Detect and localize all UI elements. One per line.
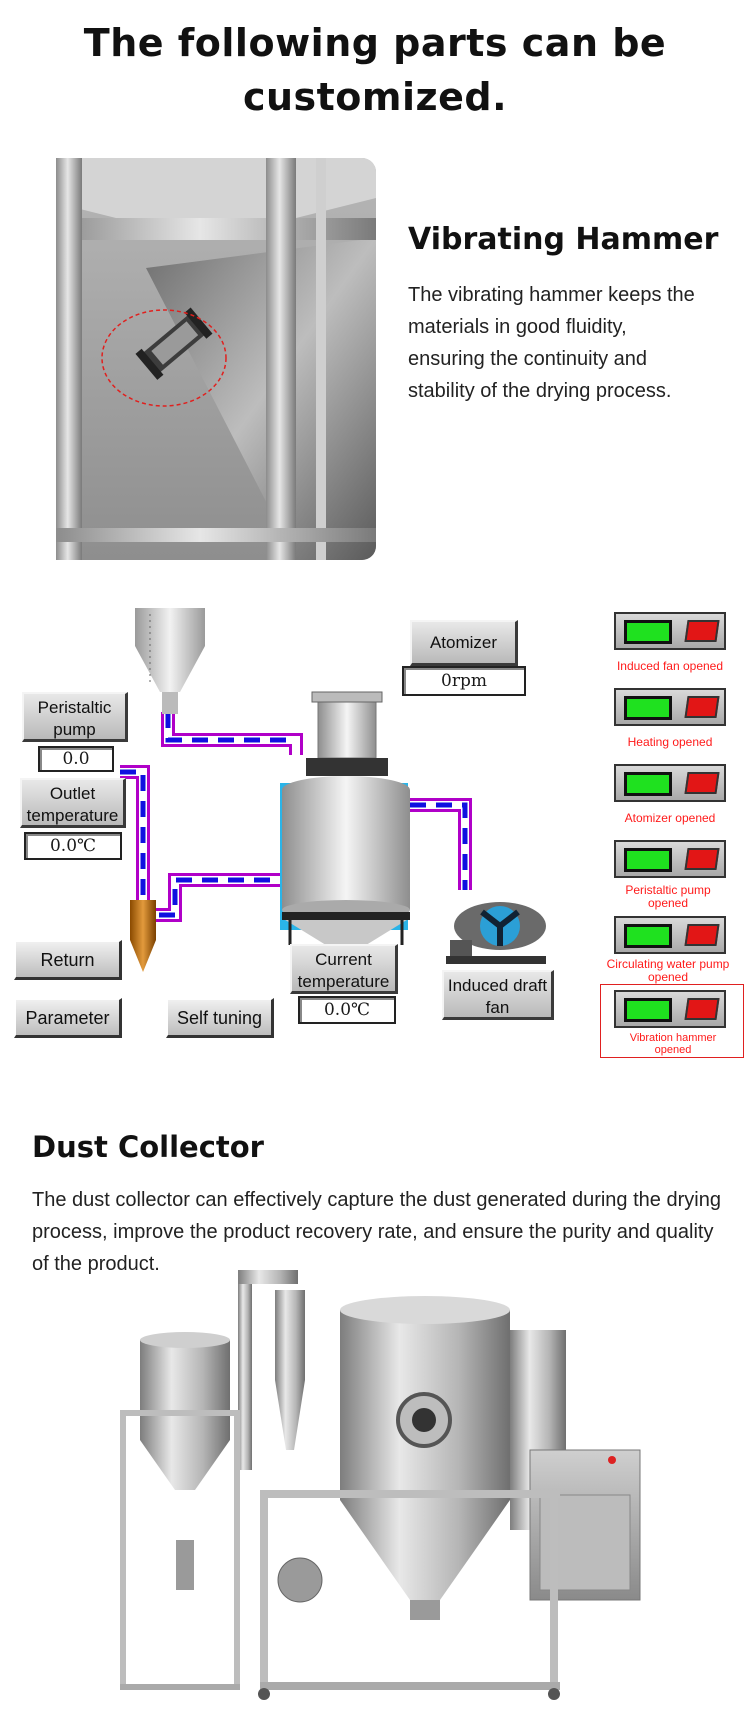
- peristaltic-pump-value: 0.0: [38, 746, 114, 772]
- on-indicator: [624, 848, 672, 872]
- on-indicator: [624, 998, 672, 1022]
- dust-collector-description: The dust collector can effectively captu…: [32, 1189, 721, 1275]
- self-tuning-button[interactable]: Self tuning: [166, 998, 274, 1038]
- switch-circulating-water-pump-label: Circulating water pump opened: [606, 957, 730, 984]
- outlet-pipe: [120, 765, 283, 922]
- off-indicator: [684, 924, 720, 946]
- vibrating-hammer-title: Vibrating Hammer: [408, 222, 719, 257]
- on-indicator: [624, 924, 672, 948]
- switch-atomizer[interactable]: [614, 764, 726, 802]
- fan-pipe: [410, 798, 472, 890]
- off-indicator: [684, 848, 720, 870]
- switch-vibration-hammer[interactable]: [614, 990, 726, 1028]
- switch-peristaltic-pump-label: Peristaltic pump opened: [625, 883, 711, 910]
- off-indicator: [684, 772, 720, 794]
- switch-vibration-hammer-label: Vibration hammer opened: [629, 1032, 717, 1056]
- off-indicator: [684, 620, 720, 642]
- feed-pipe: [161, 712, 303, 755]
- cyclone: [130, 900, 156, 972]
- on-indicator: [624, 772, 672, 796]
- on-indicator: [624, 696, 672, 720]
- process-diagram: [120, 608, 546, 972]
- draft-fan: [446, 902, 546, 964]
- atomizer-label: Atomizer: [410, 620, 518, 666]
- page-title: The following parts can be customized.: [83, 21, 667, 119]
- on-indicator: [624, 620, 672, 644]
- induced-draft-fan-label: Induced draft fan: [442, 970, 554, 1020]
- peristaltic-pump-label: Peristaltic pump: [22, 692, 128, 742]
- outlet-temperature-value: 0.0℃: [24, 832, 122, 860]
- outlet-temperature-label: Outlet temperature: [20, 778, 126, 828]
- spray-dryer-photo: [110, 1270, 650, 1702]
- off-indicator: [684, 998, 720, 1020]
- switch-heating[interactable]: [614, 688, 726, 726]
- parameter-button[interactable]: Parameter: [14, 998, 122, 1038]
- atomizer-value: 0rpm: [402, 666, 526, 696]
- switch-induced-fan-label: Induced fan opened: [616, 659, 724, 673]
- vibrating-hammer-photo: [56, 158, 376, 560]
- switch-circulating-water-pump[interactable]: [614, 916, 726, 954]
- dust-collector-title: Dust Collector: [32, 1130, 264, 1164]
- hmi-panel: Atomizer 0rpm Peristaltic pump 0.0 Outle…: [0, 600, 750, 1060]
- switch-peristaltic-pump[interactable]: [614, 840, 726, 878]
- current-temperature-value: 0.0℃: [298, 996, 396, 1024]
- switch-atomizer-label: Atomizer opened: [624, 811, 716, 825]
- vibrating-hammer-description: The vibrating hammer keeps the materials…: [408, 284, 695, 402]
- switch-heating-label: Heating opened: [627, 735, 713, 749]
- off-indicator: [684, 696, 720, 718]
- switch-induced-fan[interactable]: [614, 612, 726, 650]
- highlight-box: [600, 984, 744, 1058]
- feed-hopper: [135, 608, 205, 714]
- return-button[interactable]: Return: [14, 940, 122, 980]
- current-temperature-label: Current temperature: [290, 944, 398, 994]
- drying-tower: [280, 691, 410, 950]
